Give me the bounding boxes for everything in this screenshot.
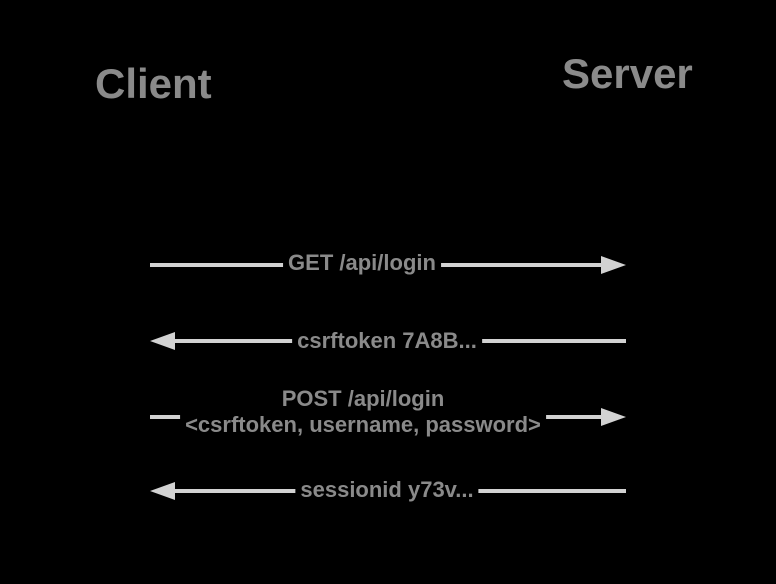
message-3-label-line1: POST /api/login	[281, 386, 445, 411]
arrowhead-right-icon	[601, 408, 626, 426]
message-2-label: csrftoken 7A8B...	[292, 328, 482, 354]
actor-server-label: Server	[562, 50, 693, 97]
arrowhead-right-icon	[601, 256, 626, 274]
message-3-label-line2: <csrftoken, username, password>	[185, 412, 541, 437]
actor-client-label: Client	[95, 60, 212, 107]
message-3-label: POST /api/login <csrftoken, username, pa…	[180, 386, 546, 438]
arrowhead-left-icon	[150, 332, 175, 350]
message-4-label: sessionid y73v...	[295, 477, 479, 503]
message-1-label: GET /api/login	[283, 250, 441, 276]
arrowhead-left-icon	[150, 482, 175, 500]
